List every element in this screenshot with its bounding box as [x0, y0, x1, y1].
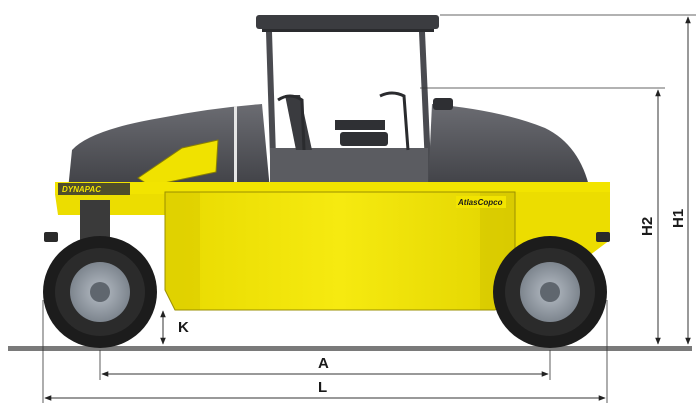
svg-text:AtlasCopco: AtlasCopco: [457, 198, 503, 207]
dimension-label-a: A: [318, 355, 329, 372]
ground-line: [8, 346, 692, 351]
dimension-label-h1: H1: [670, 209, 687, 228]
hood: [68, 98, 590, 190]
manufacturer-logo: DYNAPAC: [58, 183, 130, 195]
lights: [44, 232, 610, 242]
left-wheel: [43, 200, 157, 348]
dimension-lines: [42, 14, 696, 403]
svg-text:DYNAPAC: DYNAPAC: [62, 185, 101, 194]
dimension-label-h2: H2: [639, 217, 656, 236]
company-logo: AtlasCopco: [456, 196, 506, 208]
dimension-label-k: K: [178, 319, 189, 336]
right-wheel: [493, 236, 607, 348]
dimension-label-l: L: [318, 379, 327, 396]
